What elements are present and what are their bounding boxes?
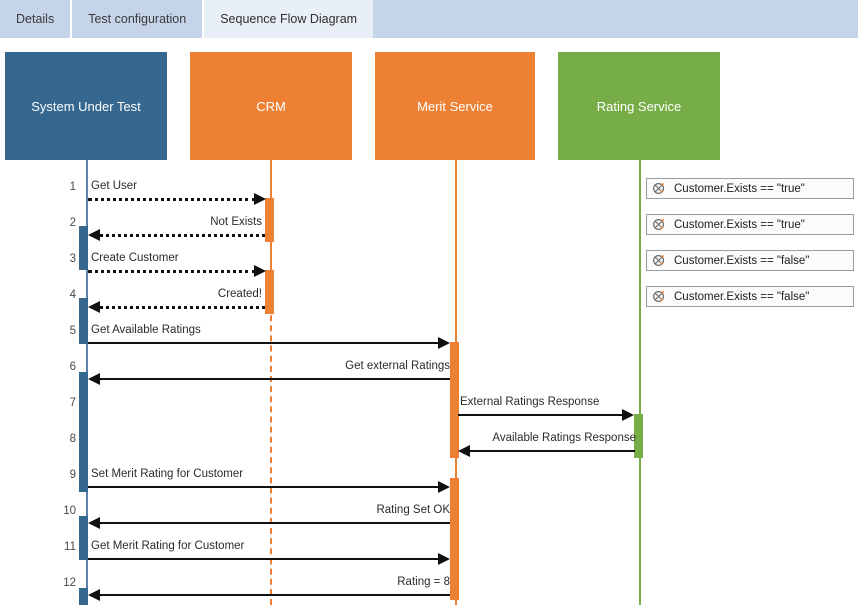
- message-line-11: [88, 558, 440, 560]
- participant-rating-service[interactable]: Rating Service: [558, 52, 720, 160]
- annotation-text-1: Customer.Exists == "true": [674, 182, 805, 195]
- activation-crm-2: [265, 270, 274, 314]
- tab-test-configuration[interactable]: Test configuration: [72, 0, 205, 38]
- activation-merit-1: [450, 342, 459, 458]
- tab-sequence-flow-diagram[interactable]: Sequence Flow Diagram: [204, 0, 374, 38]
- message-line-6: [100, 378, 450, 380]
- activation-sut-1: [79, 226, 88, 270]
- assertion-icon: [653, 254, 665, 266]
- tab-details[interactable]: Details: [0, 0, 73, 38]
- message-label-2: Not Exists: [210, 216, 262, 228]
- message-arrowhead-11: [438, 553, 450, 565]
- lifeline-rating-service: [639, 160, 641, 605]
- seq-number-4: 4: [69, 289, 76, 301]
- message-arrowhead-8: [458, 445, 470, 457]
- seq-number-1: 1: [69, 181, 76, 193]
- activation-rating-1: [634, 414, 643, 458]
- message-line-5: [88, 342, 440, 344]
- participant-rating-service-label: Rating Service: [596, 98, 682, 114]
- message-arrowhead-12: [88, 589, 100, 601]
- seq-number-2: 2: [69, 217, 76, 229]
- message-line-9: [88, 486, 440, 488]
- activation-sut-5: [79, 588, 88, 605]
- participant-system-under-test-label: System Under Test: [31, 98, 141, 114]
- tab-sequence-flow-diagram-label: Sequence Flow Diagram: [220, 12, 358, 26]
- message-label-1: Get User: [91, 180, 138, 192]
- tab-details-label: Details: [16, 12, 55, 26]
- message-line-4: [100, 306, 265, 309]
- message-label-12: Rating = 8: [397, 576, 450, 588]
- activation-merit-2: [450, 478, 459, 560]
- assertion-icon: [653, 218, 665, 230]
- assertion-icon: [653, 290, 665, 302]
- message-arrowhead-5: [438, 337, 450, 349]
- participant-crm-label: CRM: [256, 98, 286, 114]
- seq-number-9: 9: [69, 469, 76, 481]
- assertion-icon: [653, 182, 665, 194]
- message-line-10: [100, 522, 450, 524]
- message-arrowhead-2: [88, 229, 100, 241]
- message-label-8: Available Ratings Response: [492, 432, 636, 444]
- message-arrowhead-10: [88, 517, 100, 529]
- seq-number-7: 7: [69, 397, 76, 409]
- seq-number-8: 8: [69, 433, 76, 445]
- message-line-3: [88, 270, 256, 273]
- activation-sut-2: [79, 298, 88, 344]
- tab-bar: Details Test configuration Sequence Flow…: [0, 0, 858, 38]
- message-arrowhead-9: [438, 481, 450, 493]
- activation-merit-3: [450, 552, 459, 600]
- message-arrowhead-6: [88, 373, 100, 385]
- message-label-11: Get Merit Rating for Customer: [91, 540, 245, 552]
- annotation-box-4[interactable]: Customer.Exists == "false": [646, 286, 854, 307]
- tab-test-configuration-label: Test configuration: [88, 12, 187, 26]
- message-line-8: [470, 450, 635, 452]
- message-label-3: Create Customer: [91, 252, 179, 264]
- annotation-text-2: Customer.Exists == "true": [674, 218, 805, 231]
- message-arrowhead-3: [254, 265, 266, 277]
- activation-sut-4: [79, 516, 88, 560]
- annotation-text-4: Customer.Exists == "false": [674, 290, 810, 303]
- participant-merit-service-label: Merit Service: [417, 98, 493, 114]
- message-label-7: External Ratings Response: [460, 396, 600, 408]
- lifeline-crm-dashed: [270, 305, 272, 605]
- message-label-10: Rating Set OK: [376, 504, 450, 516]
- seq-number-6: 6: [69, 361, 76, 373]
- tab-bar-filler: [373, 0, 858, 38]
- message-line-7: [458, 414, 624, 416]
- annotation-box-1[interactable]: Customer.Exists == "true": [646, 178, 854, 199]
- annotation-text-3: Customer.Exists == "false": [674, 254, 810, 267]
- message-arrowhead-4: [88, 301, 100, 313]
- activation-sut-3: [79, 372, 88, 492]
- sequence-diagram-canvas: System Under Test CRM Merit Service Rati…: [0, 38, 858, 605]
- message-line-1: [88, 198, 256, 201]
- seq-number-10: 10: [63, 505, 76, 517]
- message-line-2: [100, 234, 265, 237]
- participant-system-under-test[interactable]: System Under Test: [5, 52, 167, 160]
- annotation-box-2[interactable]: Customer.Exists == "true": [646, 214, 854, 235]
- seq-number-11: 11: [64, 541, 76, 553]
- message-arrowhead-1: [254, 193, 266, 205]
- participant-merit-service[interactable]: Merit Service: [375, 52, 535, 160]
- message-line-12: [100, 594, 450, 596]
- message-arrowhead-7: [622, 409, 634, 421]
- participant-crm[interactable]: CRM: [190, 52, 352, 160]
- message-label-6: Get external Ratings: [345, 360, 450, 372]
- seq-number-5: 5: [69, 325, 76, 337]
- message-label-5: Get Available Ratings: [91, 324, 201, 336]
- seq-number-12: 12: [63, 577, 76, 589]
- seq-number-3: 3: [69, 253, 76, 265]
- message-label-4: Created!: [217, 288, 262, 300]
- message-label-9: Set Merit Rating for Customer: [91, 468, 244, 480]
- annotation-box-3[interactable]: Customer.Exists == "false": [646, 250, 854, 271]
- activation-crm-1: [265, 198, 274, 242]
